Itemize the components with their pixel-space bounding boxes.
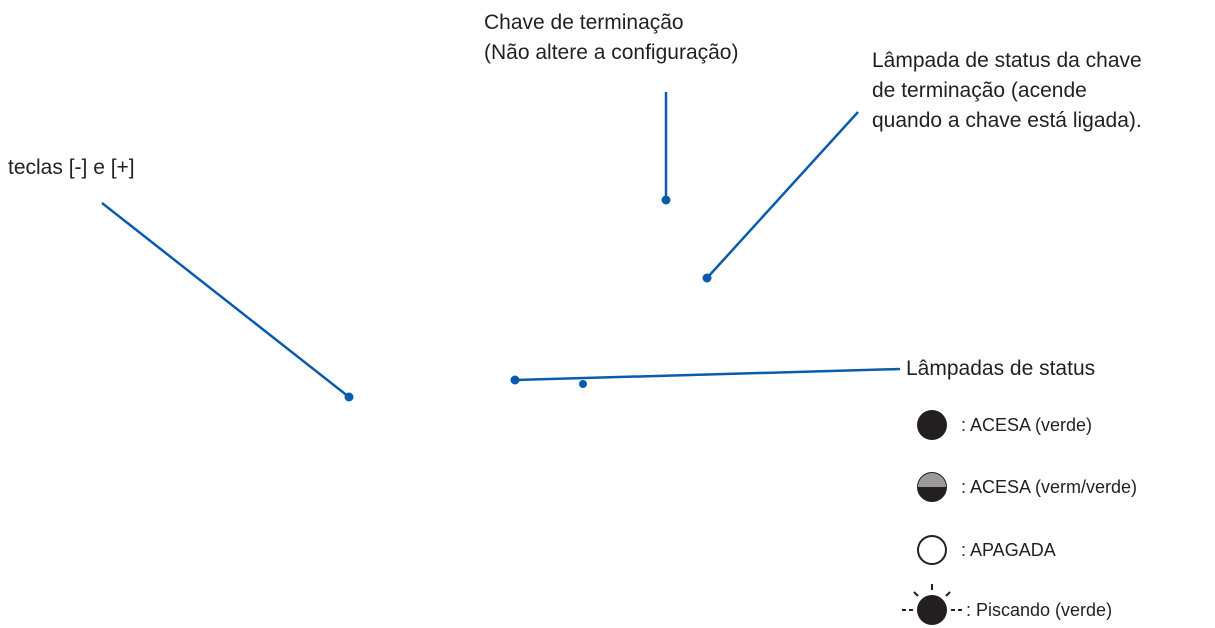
lamp-off-icon [917,535,947,565]
status-lamps-label: Lâmpadas de status [906,357,1096,380]
keys-label: teclas [-] e [+] [8,156,135,179]
keys-leader [101,202,354,402]
legend-lit-green: : ACESA (verde) [961,415,1093,435]
termination-switch-leader [661,92,671,205]
legend-blinking-green: : Piscando (verde) [966,600,1113,620]
termination-status-lamp-leader [702,111,859,283]
termination-switch-label: Chave de terminação (Não altere a config… [484,11,739,64]
lamp-lit-red-green-icon [917,472,947,502]
lamp-blinking-green-icon [902,584,962,625]
legend-lit-red-green: : ACESA (verm/verde) [961,477,1138,497]
legend-off: : APAGADA [961,540,1056,560]
termination-status-lamp-label: Lâmpada de status da chave de terminação… [872,49,1142,132]
status-lamps-leader [510,367,901,388]
lamp-lit-green-icon [917,410,947,440]
